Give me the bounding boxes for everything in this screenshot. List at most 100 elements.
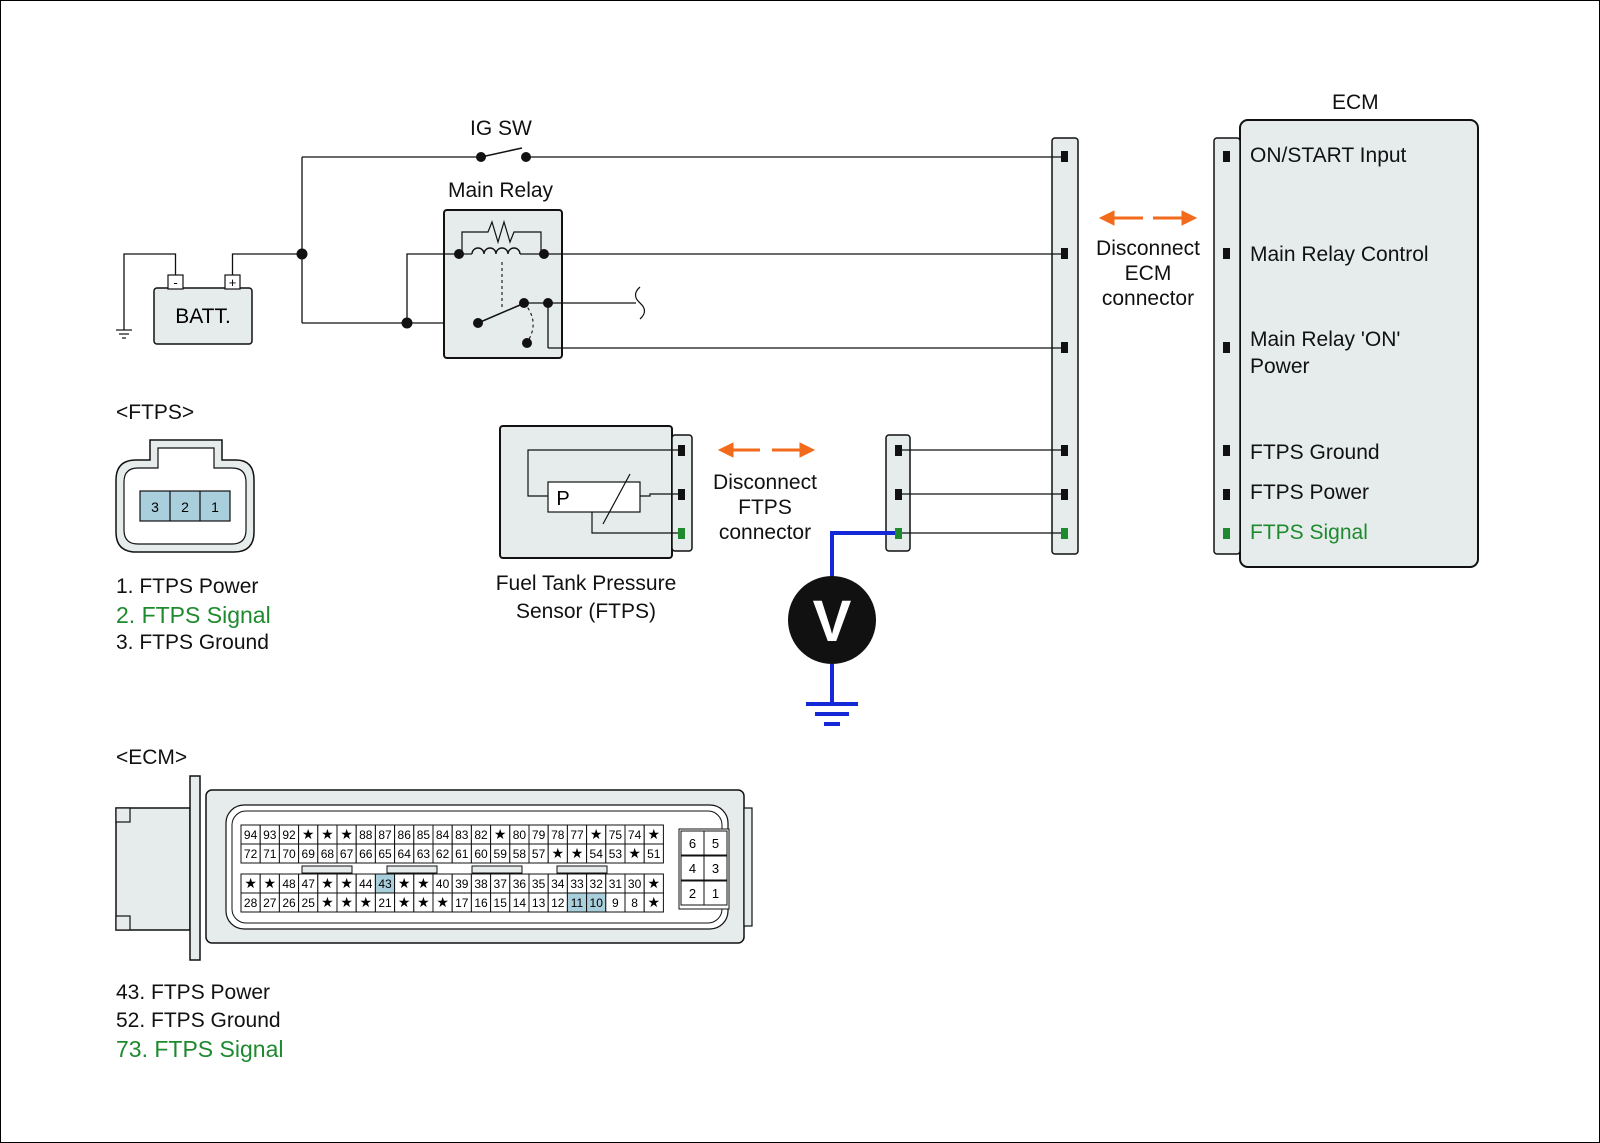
- ecm-side-pin-cell: [703, 830, 728, 856]
- ecm-pin-93: 93: [263, 828, 277, 842]
- ecm-pin-68: 68: [321, 847, 335, 861]
- ecm-pin-unused: ★: [302, 826, 315, 842]
- ecm-pin-86: 86: [398, 828, 412, 842]
- ecm-pin-26: 26: [282, 896, 296, 910]
- ecm-pin-37: 37: [494, 877, 508, 891]
- ecm-pin-14: 14: [513, 896, 527, 910]
- main-relay-label: Main Relay: [448, 179, 554, 202]
- disconnect-ftps-line-1: Disconnect: [713, 471, 817, 494]
- ftps-legend-item-2: 2. FTPS Signal: [116, 602, 271, 628]
- ecm-pin-39: 39: [455, 877, 469, 891]
- ecm-pin-88: 88: [359, 828, 373, 842]
- pressure-element-variable: [602, 473, 631, 525]
- ftps-connector-title: <FTPS>: [116, 401, 195, 424]
- ecm-key-slot: [556, 865, 608, 874]
- ecm-pin-21: 21: [378, 896, 392, 910]
- ftps-legend-item-3: 3. FTPS Ground: [116, 631, 269, 654]
- ecm-pin-16: 16: [474, 896, 488, 910]
- ecm-pin-unused: ★: [264, 875, 277, 891]
- ecm-pin-unused: ★: [321, 826, 334, 842]
- ecm-pin-unused: ★: [244, 875, 257, 891]
- ecm-pin-label-main-relay-on-power: Main Relay 'ON' Power: [1250, 328, 1401, 378]
- battery-plus-wire: [231, 253, 302, 275]
- ecm-pin-72: 72: [244, 847, 258, 861]
- ecm-pin-83: 83: [455, 828, 469, 842]
- ecm-pin-57: 57: [532, 847, 546, 861]
- ecm-side-pin-cell: [703, 880, 728, 906]
- relay-coil-wire-left: [406, 253, 458, 323]
- ecm-pin-unused: ★: [417, 894, 430, 910]
- ecm-pin-label-ftps-signal: FTPS Signal: [1250, 521, 1368, 544]
- ecm-pin-36: 36: [513, 877, 527, 891]
- ecm-pin-43: 43: [378, 877, 392, 891]
- ecm-pin-33: 33: [570, 877, 584, 891]
- battery-box: [153, 287, 253, 345]
- ecm-pin-17: 17: [455, 896, 469, 910]
- disconnect-ecm-arrows: [1098, 210, 1198, 226]
- sensor-name-line-1: Fuel Tank Pressure: [495, 572, 677, 595]
- ecm-pin-58: 58: [513, 847, 527, 861]
- ecm-pin-71: 71: [263, 847, 277, 861]
- ecm-key-slot: [301, 865, 353, 874]
- sensor-name-label: Fuel Tank Pressure Sensor (FTPS): [480, 570, 692, 626]
- ecm-pin-label-ftps-power: FTPS Power: [1250, 481, 1370, 504]
- ecm-pin-unused: ★: [648, 894, 661, 910]
- ecm-pin-30: 30: [628, 877, 642, 891]
- ecm-pin-66: 66: [359, 847, 373, 861]
- relay-coil: [471, 247, 521, 255]
- disconnect-ftps-line-2: FTPS: [738, 496, 792, 519]
- ecm-pin-51: 51: [647, 847, 661, 861]
- ecm-pin-34: 34: [551, 877, 565, 891]
- disconnect-ecm-label: Disconnect ECM connector: [1086, 236, 1210, 311]
- ecm-pin-8: 8: [631, 896, 638, 910]
- ecm-pin-unused: ★: [321, 894, 334, 910]
- ecm-pin-40: 40: [436, 877, 450, 891]
- ecm-pin-15: 15: [494, 896, 508, 910]
- sensor-name-line-2: Sensor (FTPS): [515, 600, 657, 623]
- relay-switch-blade: [477, 304, 521, 324]
- ecm-legend-item-1: 43. FTPS Power: [116, 981, 271, 1004]
- ecm-side-pin-6: 6: [689, 836, 696, 851]
- ecm-pin-75: 75: [609, 828, 623, 842]
- ig-switch-contact-2: [521, 152, 531, 162]
- ecm-title: ECM: [1332, 91, 1379, 114]
- ecm-pin-35: 35: [532, 877, 546, 891]
- ecm-pin-65: 65: [378, 847, 392, 861]
- battery-label: BATT.: [175, 305, 231, 328]
- ecm-side-pin-2: 2: [689, 886, 696, 901]
- ecm-pin-27: 27: [263, 896, 277, 910]
- ecm-connector-title: <ECM>: [116, 746, 188, 769]
- ftps-pin-1: 1: [211, 499, 219, 515]
- ecm-pin-70: 70: [282, 847, 296, 861]
- ecm-side-pin-5: 5: [712, 836, 719, 851]
- ecm-pin-59: 59: [494, 847, 508, 861]
- disconnect-ftps-line-3: connector: [718, 521, 812, 544]
- ecm-pin-80: 80: [513, 828, 527, 842]
- ecm-pin-unused: ★: [648, 875, 661, 891]
- ecm-pin-label-on-start: ON/START Input: [1250, 144, 1407, 167]
- ecm-pin-10: 10: [590, 896, 604, 910]
- pressure-element: [547, 481, 641, 513]
- ecm-pin-unused: ★: [340, 826, 353, 842]
- ecm-pin-unused: ★: [417, 875, 430, 891]
- ecm-pin-28: 28: [244, 896, 258, 910]
- ecm-pin-84: 84: [436, 828, 450, 842]
- ecm-pin-unused: ★: [398, 875, 411, 891]
- pressure-element-label: P: [556, 488, 569, 510]
- ftps-pin-2: 2: [181, 499, 189, 515]
- ecm-pin-69: 69: [302, 847, 316, 861]
- ecm-pin-unused: ★: [398, 894, 411, 910]
- ecm-pin-unused: ★: [648, 826, 661, 842]
- ecm-pin-12: 12: [551, 896, 565, 910]
- ecm-pin-unused: ★: [590, 826, 603, 842]
- ecm-pin-unused: ★: [340, 894, 353, 910]
- ecm-key-slot: [471, 865, 523, 874]
- ecm-pin-63: 63: [417, 847, 431, 861]
- ecm-pin-44: 44: [359, 877, 373, 891]
- ecm-pin-unused: ★: [571, 845, 584, 861]
- wire-break-icon: [634, 286, 646, 320]
- voltmeter-probe-wire: [830, 531, 895, 580]
- ecm-pin-48: 48: [282, 877, 296, 891]
